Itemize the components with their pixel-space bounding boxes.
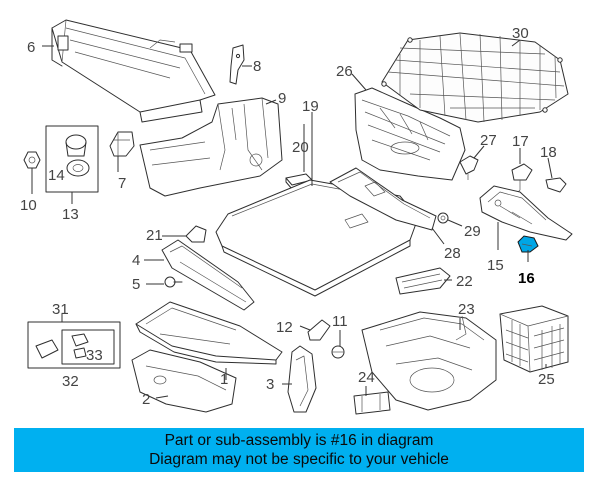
- callout-33: 33: [86, 347, 103, 364]
- callout-9: 9: [278, 90, 286, 107]
- part-16-highlighted: [517, 235, 539, 253]
- callout-3: 3: [266, 376, 274, 393]
- callout-labels: 6 8 9 19 26 30 20 27 17 18 14 7 10 13 21…: [20, 25, 557, 408]
- callout-13: 13: [62, 206, 79, 223]
- callout-17: 17: [512, 133, 529, 150]
- callout-14: 14: [48, 167, 65, 184]
- info-banner: Part or sub-assembly is #16 in diagram D…: [14, 428, 584, 472]
- callout-24: 24: [358, 369, 375, 386]
- callout-31: 31: [52, 301, 69, 318]
- callout-5: 5: [132, 276, 140, 293]
- part-3-bracket: [287, 345, 317, 413]
- part-4-side-rail: [161, 239, 255, 311]
- part-17-fastener: [511, 163, 533, 195]
- part-1-floor-panel: [135, 301, 283, 365]
- part-23-storage-tub: [361, 311, 497, 411]
- callout-15: 15: [487, 257, 504, 274]
- callout-25: 25: [538, 371, 555, 388]
- part-13-group-box: [45, 125, 99, 193]
- part-2-mat: [131, 349, 237, 413]
- callout-23: 23: [458, 301, 475, 318]
- callout-8: 8: [253, 58, 261, 75]
- callout-29: 29: [464, 223, 481, 240]
- part-30-cargo-net: [381, 32, 569, 123]
- part-7-clip: [109, 131, 135, 157]
- callout-30: 30: [512, 25, 529, 42]
- part-10-knob: [23, 151, 41, 169]
- callout-19: 19: [302, 98, 319, 115]
- part-31-group-box: [27, 321, 121, 369]
- part-9-left-trim-panel: [139, 97, 283, 197]
- callout-18: 18: [540, 144, 557, 161]
- callout-16-highlighted: 16: [518, 270, 535, 287]
- callout-7: 7: [118, 175, 126, 192]
- banner-line-2: Diagram may not be specific to your vehi…: [149, 451, 449, 468]
- part-28-sill-trim: [329, 167, 437, 231]
- exploded-parts-diagram: 6 8 9 19 26 30 20 27 17 18 14 7 10 13 21…: [20, 19, 573, 415]
- callout-20: 20: [292, 139, 309, 156]
- part-18-bracket: [545, 177, 567, 193]
- callout-12: 12: [276, 319, 293, 336]
- part-22-handle: [395, 267, 451, 295]
- callout-2: 2: [142, 391, 150, 408]
- callout-32: 32: [62, 373, 79, 390]
- part-12-cover: [307, 319, 331, 341]
- callout-27: 27: [480, 132, 497, 149]
- part-8-bracket: [229, 44, 245, 85]
- part-26-rear-panel: [354, 87, 466, 181]
- callout-26: 26: [336, 63, 353, 80]
- part-33-clip: [71, 333, 89, 359]
- callout-22: 22: [456, 273, 473, 290]
- part-11-plug: [331, 345, 345, 359]
- part-29-washer: [437, 212, 449, 224]
- part-24-block: [353, 391, 391, 415]
- part-6-cargo-cover: [51, 19, 216, 123]
- callout-4: 4: [132, 252, 140, 269]
- leader-lines: [31, 39, 553, 399]
- banner-line-1: Part or sub-assembly is #16 in diagram: [164, 432, 434, 449]
- callout-1: 1: [220, 371, 228, 388]
- part-14-hook: [65, 134, 90, 177]
- callout-21: 21: [146, 227, 163, 244]
- part-27-push-clip: [459, 155, 479, 180]
- callout-28: 28: [444, 245, 461, 262]
- callout-11: 11: [332, 313, 348, 330]
- part-5-screw: [164, 276, 183, 288]
- part-25-basket: [499, 305, 569, 373]
- callout-10: 10: [20, 197, 37, 214]
- part-21-clip: [185, 225, 207, 243]
- callout-6: 6: [27, 39, 35, 56]
- part-15-bracket: [479, 185, 573, 241]
